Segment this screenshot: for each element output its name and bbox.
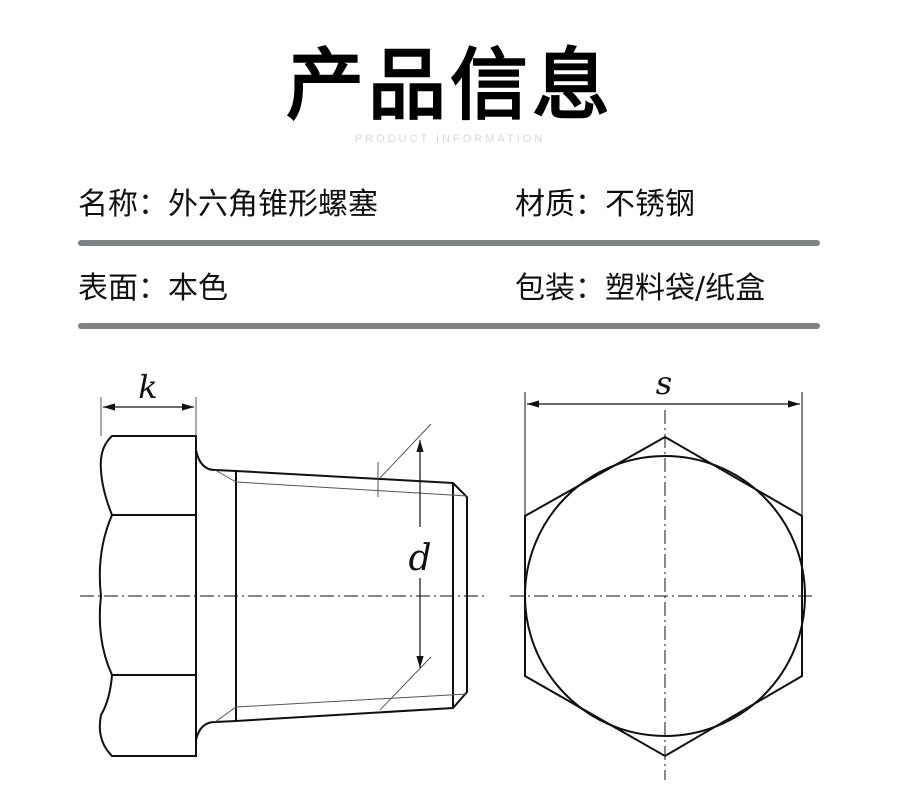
divider bbox=[78, 323, 820, 329]
side-view bbox=[80, 397, 485, 757]
s-label: s bbox=[656, 364, 672, 402]
d-label: d bbox=[408, 538, 431, 579]
spec-value: 本色 bbox=[168, 271, 228, 306]
spec-name: 名称：外六角锥形螺塞 bbox=[78, 187, 378, 223]
spec-value: 不锈钢 bbox=[605, 187, 695, 222]
spec-surface: 表面：本色 bbox=[78, 271, 228, 307]
page-subtitle: PRODUCT INFORMATION bbox=[354, 133, 546, 145]
spec-label: 包装： bbox=[515, 271, 605, 306]
page-title: 产品信息 bbox=[285, 41, 614, 131]
spec-value: 塑料袋/纸盒 bbox=[605, 271, 766, 306]
front-view bbox=[510, 392, 815, 780]
divider bbox=[78, 240, 820, 246]
spec-packaging: 包装：塑料袋/纸盒 bbox=[515, 271, 765, 307]
spec-label: 名称： bbox=[78, 187, 168, 222]
spec-material: 材质：不锈钢 bbox=[515, 187, 695, 223]
k-label: k bbox=[138, 368, 157, 406]
spec-value: 外六角锥形螺塞 bbox=[168, 187, 378, 222]
spec-label: 表面： bbox=[78, 271, 168, 306]
spec-label: 材质： bbox=[515, 187, 605, 222]
